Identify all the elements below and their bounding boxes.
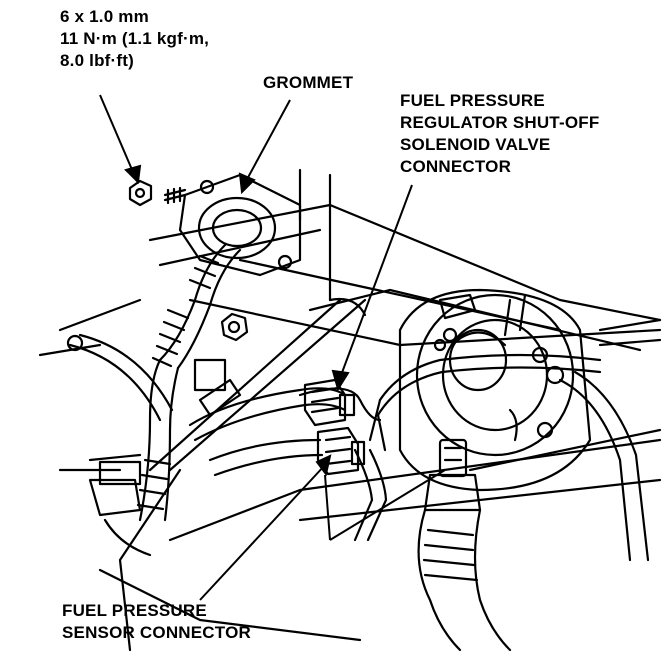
regulator-connector-part [303,378,356,427]
grommet-arrowhead [238,172,256,195]
sensor-leader-line [199,464,326,601]
bolt-part [128,179,249,342]
engine-body-outline [38,168,662,652]
sensor-cross-leader-a [324,474,331,541]
bolt-spec-line-3: 8.0 lbf·ft) [60,51,134,70]
regulator-arrowhead [331,369,350,392]
bolt-leader-line [99,94,134,173]
grommet-part [178,173,302,277]
grommet-leader-line [244,99,291,184]
bolt-spec-line-1: 6 x 1.0 mm [60,7,149,26]
bolt-spec-label: 6 x 1.0 mm 11 N·m (1.1 kgf·m, 8.0 lbf·ft… [60,6,209,72]
pressure-regulator-part [398,288,592,492]
bolt-spec-line-2: 11 N·m (1.1 kgf·m, [60,29,210,48]
grommet-label: GROMMET [263,72,353,94]
bolt-arrowhead [124,164,142,185]
regulator-label-line-4: CONNECTOR [400,157,512,176]
regulator-label-line-3: SOLENOID VALVE [400,135,551,154]
grommet-label-text: GROMMET [263,73,354,92]
leader-lines [99,94,446,601]
pressure-sensor-part [417,438,512,652]
sensor-connector-part [316,426,366,476]
regulator-connector-label: FUEL PRESSURE REGULATOR SHUT-OFF SOLENOI… [400,90,599,178]
vacuum-hose [558,318,662,562]
wiring-harness [66,243,242,522]
regulator-label-line-2: REGULATOR SHUT-OFF [400,113,600,132]
sensor-label-line-1: FUEL PRESSURE [62,601,207,620]
regulator-leader-line [339,184,413,379]
fuel-lines [353,353,602,542]
sensor-label-line-2: SENSOR CONNECTOR [62,623,251,642]
sensor-connector-label: FUEL PRESSURE SENSOR CONNECTOR [62,600,251,644]
harness-clips [88,358,242,557]
sensor-arrowhead [315,454,332,477]
engine-channel [148,297,367,472]
sensor-cross-leader-b [329,469,446,541]
regulator-label-line-1: FUEL PRESSURE [400,91,545,110]
